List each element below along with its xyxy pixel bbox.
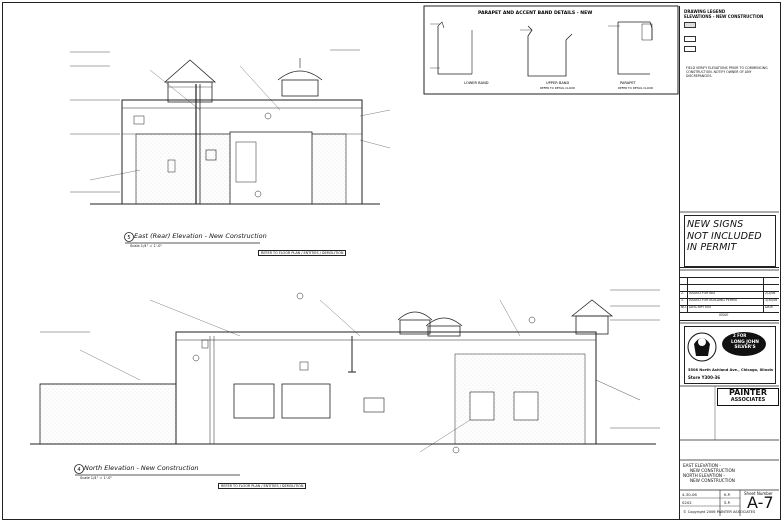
detail-lower-band-label: LOWER BAND	[464, 81, 489, 85]
revision-header-desc: DESCRIPTION	[689, 305, 711, 309]
legend-swatch-2	[684, 36, 696, 42]
revision-2-desc: ISSUED FOR BID	[689, 291, 715, 295]
revision-1-desc: ISSUED FOR BUILDING PERMIT	[689, 298, 738, 302]
detail-parapet-sub: REFER TO DETAIL CLOUD	[618, 86, 653, 90]
north-view-scale: Scale 1/4" = 1'-0"	[80, 476, 113, 480]
east-view-title: East (Rear) Elevation - New Construction	[134, 232, 267, 240]
north-view-ref: REFER TO FLOOR PLAN / ENTITIES / DEMOLIT…	[218, 483, 307, 489]
east-elevation	[70, 49, 391, 205]
detail-upper-band-sub: REFER TO DETAIL CLOUD	[540, 86, 575, 90]
sheet-title-2: NEW CONSTRUCTION	[690, 468, 735, 473]
detail-parapet-label: PARAPET	[620, 81, 637, 85]
revision-header-no: NO.	[681, 305, 687, 309]
store-brand-name: LONG JOHN SILVER'S	[731, 340, 759, 350]
title-block: DRAWING LEGEND ELEVATIONS - NEW CONSTRUC…	[679, 6, 779, 519]
notice-line-3: IN PERMIT	[687, 242, 737, 253]
legend-title: DRAWING LEGEND	[684, 9, 726, 14]
legend-swatch-3	[684, 46, 696, 52]
revision-1-date: 1/30/06	[765, 298, 778, 302]
store-logo	[687, 332, 766, 362]
firm-name-2: ASSOCIATES	[730, 397, 766, 403]
revision-issue-label: ISSUE	[719, 313, 729, 317]
store-brand-top: 2 FOR	[733, 333, 747, 338]
sheet-title-3: NORTH ELEVATION -	[683, 473, 725, 478]
revision-2-no: 2.	[681, 291, 685, 295]
sheet-job: 0202	[682, 500, 692, 505]
east-view-scale: Scale 1/4" = 1'-0"	[130, 244, 163, 248]
legend-note: FIELD VERIFY ELEVATIONS PRIOR TO COMMENC…	[686, 66, 768, 78]
revision-table: 2. ISSUED FOR BID 2/2/06 1. ISSUED FOR B…	[679, 267, 779, 323]
sheet-date: 4-30-06	[682, 492, 697, 497]
copyright: © Copyright 2006 PAINTER ASSOCIATES	[683, 510, 756, 514]
north-view-marker	[74, 464, 84, 474]
detail-box	[423, 5, 679, 95]
store-number: Store Y300-36	[688, 375, 721, 380]
detail-upper-band: UPPER BAND REFER TO DETAIL CLOUD	[520, 25, 575, 90]
notice-line-1: NEW SIGNS	[687, 219, 744, 230]
east-view-marker	[124, 232, 134, 242]
sheet-title-4: NEW CONSTRUCTION	[690, 478, 735, 483]
revision-1-no: 1.	[681, 298, 685, 302]
detail-lower-band: LOWER BAND	[430, 21, 489, 85]
sheet-title-1: EAST ELEVATION -	[683, 463, 721, 468]
east-view-ref: REFER TO FLOOR PLAN / ENTITIES / DEMOLIT…	[258, 250, 347, 256]
firm-logo: PAINTER ASSOCIATES	[717, 388, 779, 406]
revision-header-date: DATE	[765, 305, 774, 309]
north-elevation	[30, 289, 660, 454]
brand-logo-box: 2 FOR LONG JOHN SILVER'S 5508 North Ashl…	[684, 326, 776, 384]
north-view-title: North Elevation - New Construction	[84, 464, 199, 472]
store-address: 5508 North Ashland Ave., Chicago, Illino…	[688, 368, 774, 372]
legend-subtitle: ELEVATIONS - NEW CONSTRUCTION	[684, 14, 764, 19]
north-view-number: 4	[77, 467, 80, 473]
firm-name-1: PAINTER	[728, 388, 768, 397]
revision-2-date: 2/2/06	[765, 291, 776, 295]
sheet-drawn-by: K.P.	[724, 492, 731, 497]
detail-upper-band-label: UPPER BAND	[546, 81, 569, 85]
sheet-number: A-7	[747, 493, 774, 512]
sheet-number-label: Sheet Number	[744, 491, 773, 496]
permit-notice: NEW SIGNS NOT INCLUDED IN PERMIT	[684, 215, 776, 267]
detail-title: PARAPET AND ACCENT BAND DETAILS - NEW	[478, 10, 592, 16]
legend-swatch-1	[684, 22, 696, 28]
notice-line-2: NOT INCLUDED	[687, 230, 762, 242]
detail-parapet: PARAPET REFER TO DETAIL CLOUD	[608, 21, 653, 90]
east-view-number: 5	[127, 235, 130, 241]
sheet-checked: S.P.	[724, 500, 731, 505]
